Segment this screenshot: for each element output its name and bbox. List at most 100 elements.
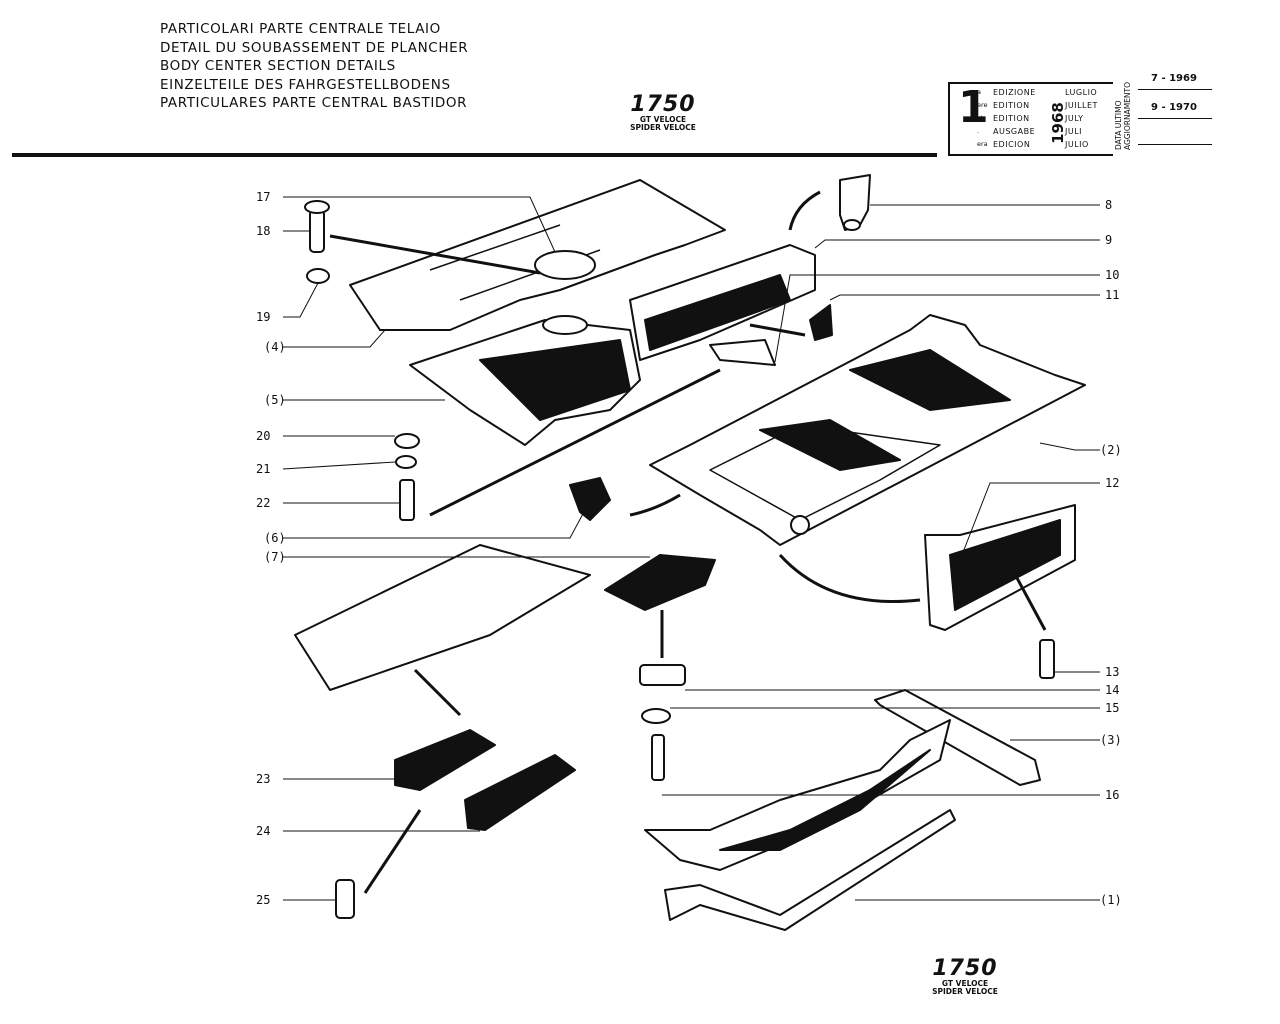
edition-sup-5: era — [977, 140, 988, 148]
callout-2: (2) — [1100, 443, 1122, 457]
edition-month-4: JULI — [1065, 127, 1083, 136]
side-member-1-shade — [719, 749, 931, 851]
title-italian: PARTICOLARI PARTE CENTRALE TELAIO — [160, 21, 441, 37]
callout-17: 17 — [256, 190, 270, 204]
bracket-11 — [809, 304, 833, 341]
callout-9: 9 — [1105, 233, 1112, 247]
callout-11: 11 — [1105, 288, 1119, 302]
callout-14: 14 — [1105, 683, 1119, 697]
edition-sup-4: . — [977, 127, 980, 135]
model-badge-footer: 1750 GT VELOCE SPIDER VELOCE — [920, 958, 1010, 996]
model-number: 1750 — [630, 92, 696, 117]
footer-model-number: 1750 — [932, 956, 998, 981]
clip-14 — [639, 664, 686, 686]
screw-13 — [1039, 639, 1055, 679]
callout-20: 20 — [256, 429, 270, 443]
update-date-1: 7 - 1969 — [1151, 73, 1197, 84]
edition-month-2: JUILLET — [1065, 101, 1098, 110]
edition-word-1: EDIZIONE — [993, 88, 1036, 97]
bolt-22 — [399, 479, 415, 521]
arrow-22 — [429, 368, 721, 517]
callout-13: 13 — [1105, 665, 1119, 679]
tunnel-front-mouth — [542, 315, 588, 335]
callout-23: 23 — [256, 772, 270, 786]
edition-month-5: JULIO — [1065, 140, 1089, 149]
bracket-6 — [569, 477, 611, 521]
rocker-1 — [664, 809, 956, 931]
edition-sup-2: ere — [977, 101, 988, 109]
callout-5: (5) — [264, 393, 286, 407]
callout-16: 16 — [1105, 788, 1119, 802]
footer-model-variant-1: GT VELOCE — [941, 979, 989, 988]
callout-1: (1) — [1100, 893, 1122, 907]
crossmember-12-shade — [949, 519, 1061, 611]
channel-24 — [464, 754, 576, 831]
washer-15 — [641, 708, 671, 724]
callout-19: 19 — [256, 310, 270, 324]
edition-box: 1 a ere st . era EDIZIONE EDITION EDITIO… — [948, 82, 1113, 156]
edition-word-2: EDITION — [993, 101, 1030, 110]
screw-25 — [335, 879, 355, 919]
main-floor-shade — [759, 419, 901, 471]
callout-21: 21 — [256, 462, 270, 476]
screw-16 — [651, 734, 665, 781]
callout-24: 24 — [256, 824, 270, 838]
main-floor-shade-2 — [849, 349, 1011, 411]
callout-15: 15 — [1105, 701, 1119, 715]
arrow-25 — [363, 809, 422, 894]
callout-6: (6) — [264, 531, 286, 545]
rear-floor-panel — [349, 179, 726, 331]
washer-20 — [394, 433, 420, 449]
callout-18: 18 — [256, 224, 270, 238]
screw-18 — [309, 209, 325, 253]
edition-word-5: EDICION — [993, 140, 1031, 149]
title-german: EINZELTEILE DES FAHRGESTELLBODENS — [160, 76, 451, 93]
header-rule — [12, 153, 937, 157]
edition-number: 1 — [958, 82, 989, 133]
update-line-1 — [1138, 89, 1212, 90]
washer-21 — [395, 455, 417, 469]
tunnel-front-shade — [479, 339, 631, 421]
title-french: DETAIL DU SOUBASSEMENT DE PLANCHER — [160, 39, 469, 56]
arrow-12 — [778, 553, 921, 604]
mat-7 — [604, 554, 716, 611]
mount-8-eye — [843, 219, 861, 231]
washer-19 — [306, 268, 330, 284]
arrow-23 — [413, 668, 462, 717]
channel-23 — [394, 729, 496, 791]
callout-22: 22 — [256, 496, 270, 510]
edition-word-3: EDITION — [993, 114, 1030, 123]
callout-4: (4) — [264, 340, 286, 354]
edition-sup-1: a — [977, 88, 981, 96]
main-floor-hole — [790, 515, 810, 535]
arrow-6 — [629, 493, 681, 517]
left-floor-pan — [294, 544, 591, 691]
model-badge-header: 1750 GT VELOCE SPIDER VELOCE — [618, 94, 708, 132]
footer-model-variant-2: SPIDER VELOCE — [932, 987, 998, 996]
callout-25: 25 — [256, 893, 270, 907]
model-variant-2: SPIDER VELOCE — [630, 123, 696, 132]
title-english: BODY CENTER SECTION DETAILS — [160, 58, 396, 74]
update-date-2: 9 - 1970 — [1151, 102, 1197, 113]
edition-word-4: AUSGABE — [993, 127, 1036, 136]
edition-month-3: JULY — [1065, 114, 1084, 123]
edition-sup-3: st — [977, 114, 983, 122]
update-line-3 — [1138, 144, 1212, 145]
arrow-11 — [749, 323, 806, 337]
callout-8: 8 — [1105, 198, 1112, 212]
arrow-8 — [788, 190, 821, 231]
screw-17-head — [304, 200, 330, 214]
rear-floor-cup — [534, 250, 596, 280]
title-block: PARTICOLARI PARTE CENTRALE TELAIO DETAIL… — [160, 20, 468, 113]
title-spanish: PARTICULARES PARTE CENTRAL BASTIDOR — [160, 95, 468, 111]
tunnel-rear-shade — [644, 274, 791, 351]
edition-month-1: LUGLIO — [1065, 88, 1098, 97]
model-variant-1: GT VELOCE — [639, 115, 687, 124]
callout-10: 10 — [1105, 268, 1119, 282]
arrow-17 — [329, 234, 541, 275]
update-line-2 — [1138, 118, 1212, 119]
callout-12: 12 — [1105, 476, 1119, 490]
arrow-13 — [1008, 564, 1047, 631]
callout-3: (3) — [1100, 733, 1122, 747]
